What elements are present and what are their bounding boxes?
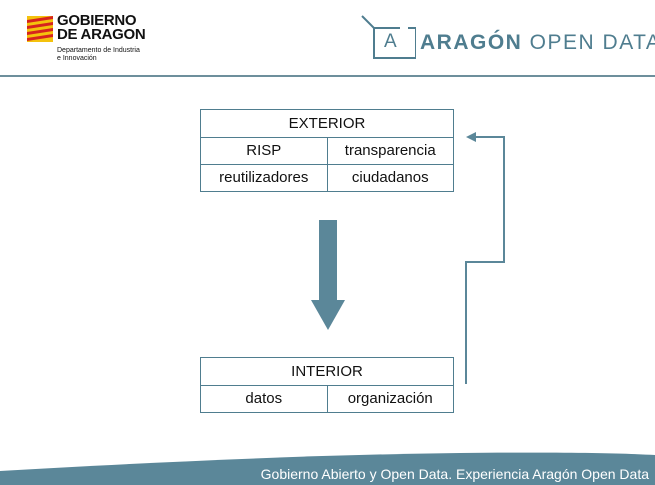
logo-name: ARAGÓN OPEN DATA (420, 31, 655, 55)
footer-wave (0, 452, 655, 485)
header: GOBIERNO DE ARAGON Departamento de Indus… (0, 0, 655, 78)
interior-title: INTERIOR (200, 357, 454, 386)
interior-table: INTERIOR datos organización (200, 357, 454, 413)
logo-letter: A (384, 31, 397, 52)
exterior-table: EXTERIOR RISP transparencia reutilizador… (200, 109, 454, 192)
footer: Gobierno Abierto y Open Data. Experienci… (0, 443, 655, 485)
down-arrow-icon (311, 220, 345, 330)
gov-name-line1: GOBIERNO (57, 12, 137, 29)
exterior-cell: ciudadanos (326, 164, 454, 192)
exterior-title: EXTERIOR (200, 109, 454, 138)
gov-dept-line2: e Innovación (57, 55, 97, 62)
open-box-icon (361, 15, 416, 59)
gov-dept-line1: Departamento de Industria (57, 47, 140, 54)
aragon-open-data-logo: A ARAGÓN OPEN DATA (360, 14, 655, 62)
feedback-arrow-icon (465, 132, 505, 384)
logo-name-bold: ARAGÓN (420, 31, 523, 54)
gov-department: Departamento de Industria e Innovación (57, 47, 140, 63)
interior-cell: organización (326, 385, 454, 413)
gobierno-aragon-logo: GOBIERNO DE ARAGON Departamento de Indus… (27, 12, 167, 68)
footer-caption: Gobierno Abierto y Open Data. Experienci… (260, 466, 649, 482)
header-divider (0, 75, 655, 77)
interior-cell: datos (200, 385, 328, 413)
exterior-cell: transparencia (326, 137, 454, 165)
exterior-cell: RISP (200, 137, 328, 165)
logo-name-light: OPEN DATA (522, 31, 655, 54)
gov-name-line2: DE ARAGON (57, 26, 146, 43)
gov-name: GOBIERNO DE ARAGON (57, 12, 146, 43)
aragon-flag-icon (27, 16, 53, 42)
exterior-cell: reutilizadores (200, 164, 328, 192)
